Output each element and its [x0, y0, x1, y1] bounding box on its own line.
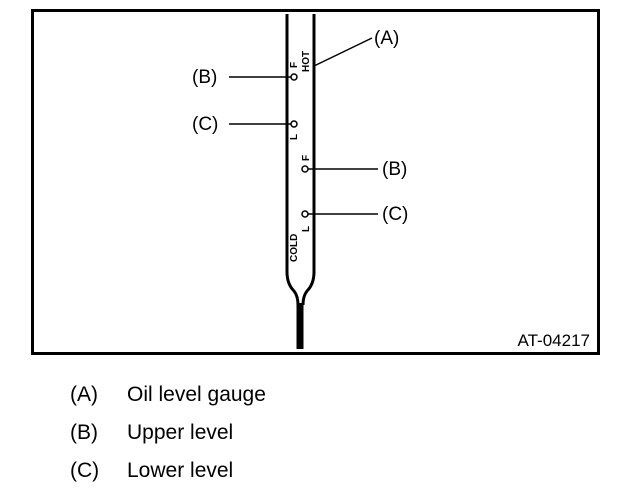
legend-key-c: (C) [70, 459, 100, 482]
mark-hot-full: F [289, 62, 300, 68]
mark-hot: HOT [301, 51, 312, 72]
mark-hot-low: L [289, 134, 300, 140]
cold-lower-level-point [301, 210, 309, 218]
legend-key-a: (A) [70, 383, 98, 406]
legend-row-c: (C) Lower level [70, 458, 266, 496]
figure-code: AT-04217 [518, 331, 590, 350]
hot-lower-level-point [290, 120, 298, 128]
mark-cold: COLD [289, 234, 300, 262]
leader-a [313, 37, 373, 67]
legend-text-c: Lower level [127, 459, 234, 482]
cold-upper-level-point [301, 165, 309, 173]
callout-a: (A) [374, 28, 399, 49]
legend-row-b: (B) Upper level [70, 420, 266, 458]
dipstick-left-edge [285, 14, 300, 306]
legend-row-a: (A) Oil level gauge [70, 382, 266, 420]
legend-key-b: (B) [70, 421, 98, 444]
callout-c-left: (C) [192, 114, 218, 135]
oil-level-gauge-diagram: (A) (B) (C) (B) (C) F HOT L F L COLD AT-… [31, 9, 600, 355]
legend-text-a: Oil level gauge [127, 383, 266, 406]
callout-c-right: (C) [382, 204, 408, 225]
callout-b-left: (B) [192, 67, 217, 88]
dipstick-shaft [296, 303, 304, 349]
mark-cold-low: L [301, 226, 312, 232]
figure-frame [31, 9, 600, 355]
hot-upper-level-point [290, 73, 298, 81]
mark-cold-full: F [301, 155, 312, 161]
callout-b-right: (B) [382, 159, 407, 180]
dipstick [285, 14, 316, 306]
legend-text-b: Upper level [127, 421, 234, 444]
legend: (A) Oil level gauge (B) Upper level (C) Low… [70, 382, 266, 496]
dipstick-right-edge [301, 14, 316, 306]
